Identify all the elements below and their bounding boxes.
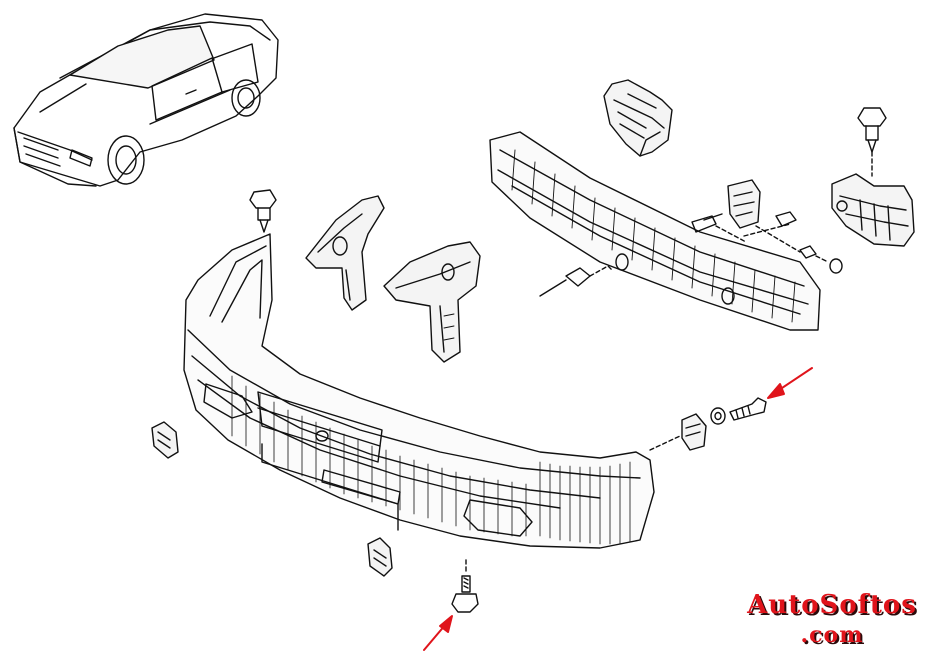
right-mount-bracket bbox=[831, 173, 915, 247]
car-illustration bbox=[13, 13, 279, 187]
watermark-line-1: AutoSoftos bbox=[747, 590, 917, 620]
arrow-to-bottom-bolt bbox=[423, 615, 453, 651]
center-side-bracket bbox=[383, 241, 481, 363]
side-fastener-set bbox=[649, 397, 767, 451]
bumper-clip-bottom bbox=[367, 537, 393, 577]
bumper-clip-left bbox=[151, 421, 179, 459]
push-clip-top-left bbox=[249, 189, 277, 233]
watermark-line-2: .com bbox=[800, 622, 864, 648]
bumper-reinforcement-beam bbox=[489, 131, 821, 331]
bottom-screw bbox=[451, 559, 479, 613]
callout-arrows bbox=[423, 367, 813, 651]
left-side-bracket bbox=[305, 195, 385, 311]
push-clip-top-right bbox=[857, 107, 887, 177]
rivet-pin bbox=[539, 265, 613, 297]
bumper-cover bbox=[183, 233, 655, 549]
upper-mount-bracket bbox=[603, 79, 673, 157]
arrow-to-side-bolt bbox=[767, 367, 813, 399]
beam-fasteners bbox=[691, 179, 843, 274]
